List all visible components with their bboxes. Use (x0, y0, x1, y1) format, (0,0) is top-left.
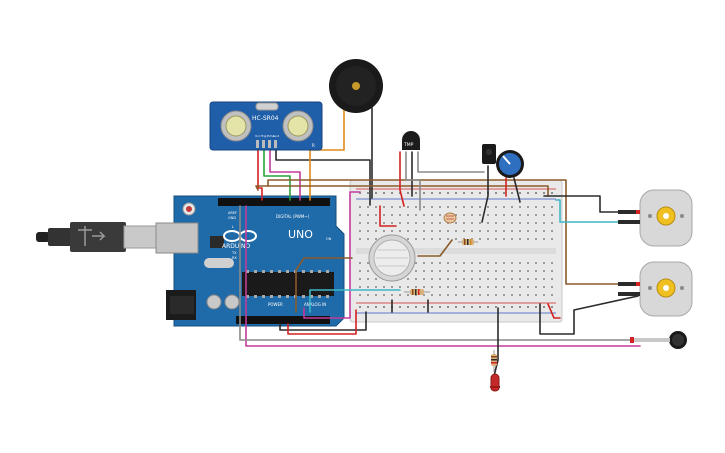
gas-sensor (368, 234, 416, 282)
arduino-logo-text: ARDUINO (222, 243, 251, 250)
digital-header-label: DIGITAL (PWM~) (276, 214, 310, 219)
sensor-model-label: HC-SR04 (252, 115, 279, 122)
resistor-1 (458, 239, 478, 245)
rx-label: RX (232, 256, 237, 260)
breadboard (349, 179, 563, 323)
power-header-label: POWER (268, 302, 283, 307)
wires (239, 107, 641, 377)
arduino-model-text: UNO (288, 228, 313, 241)
tx-label: TX (231, 251, 237, 255)
sensor-pin-trig-label: Trig (260, 134, 266, 138)
ultrasonic-sensor: HC-SR04 R Vcc Trig Echo Gnd (209, 101, 323, 151)
aref-label: AREF (228, 211, 237, 215)
usb-cable (36, 222, 157, 252)
temperature-sensor: TMP (402, 131, 420, 150)
temp-sensor-label: TMP (403, 142, 414, 148)
ir-receiver (482, 144, 496, 164)
dc-motor-2 (618, 261, 693, 317)
usb-symbol-icon (78, 226, 106, 246)
sensor-corner-mark: R (312, 143, 315, 148)
l-led-label: L (232, 225, 234, 229)
resistor-2 (404, 289, 430, 295)
led (490, 373, 500, 392)
arduino-uno-board: ARDUINO UNO DIGITAL (PWM~) POWER ANALOG … (155, 195, 345, 327)
gnd-label: GND (228, 216, 236, 220)
vibration-motor (630, 331, 687, 349)
on-led-label: ON (326, 237, 332, 241)
dc-motor-1 (618, 189, 693, 247)
sensor-pin-echo-label: Echo (267, 134, 274, 138)
analog-header-label: ANALOG IN (304, 302, 326, 307)
photoresistor (443, 212, 457, 224)
resistor-3 (491, 350, 497, 372)
sensor-pin-vcc-label: Vcc (255, 134, 261, 138)
sensor-pin-gnd-label: Gnd (273, 134, 279, 138)
potentiometer[interactable] (496, 150, 524, 178)
piezo-buzzer (329, 59, 383, 113)
